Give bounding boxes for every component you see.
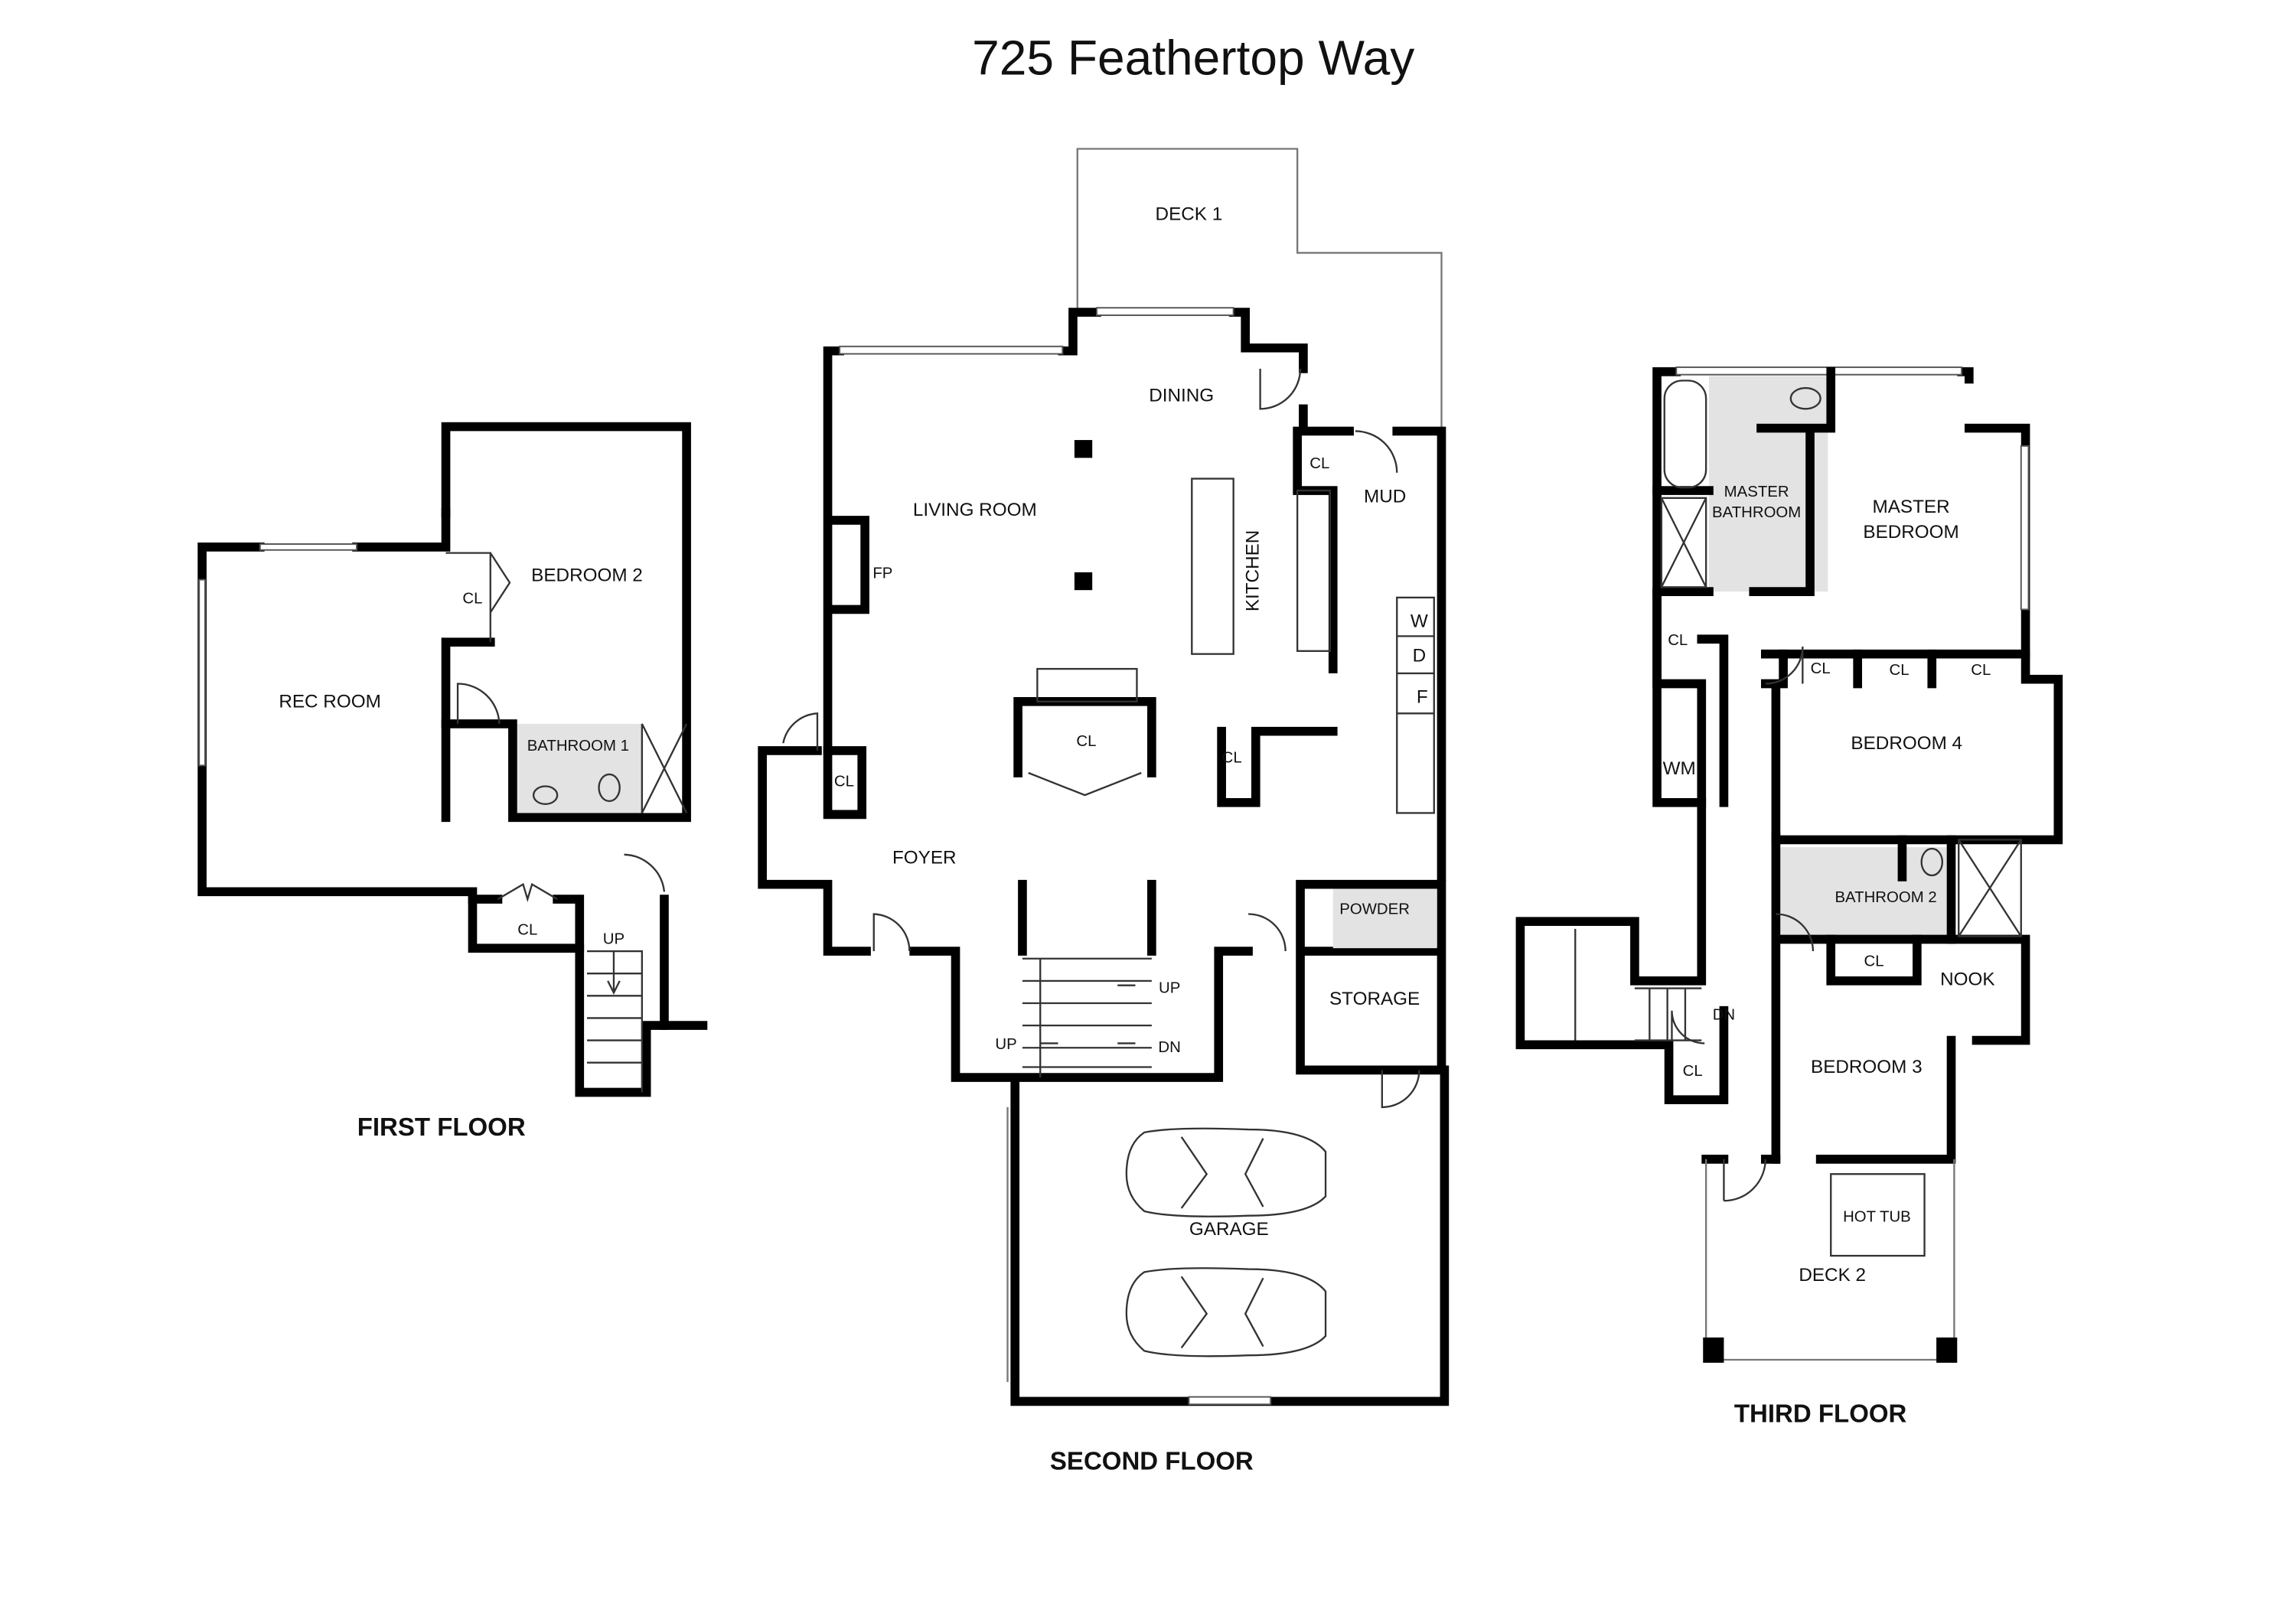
- stairs-down-label: DN: [1713, 1006, 1735, 1023]
- room-master-bedroom: BEDROOM: [1863, 522, 1958, 543]
- kitchen-island: [1191, 477, 1234, 655]
- room-closet: CL: [1222, 749, 1242, 766]
- room-bedroom4: BEDROOM 4: [1851, 733, 1962, 754]
- room-master-bathroom: MASTER: [1724, 484, 1789, 500]
- washer-label: W: [1411, 611, 1428, 632]
- car-icon: [1125, 1127, 1327, 1217]
- dryer-label: D: [1413, 645, 1427, 666]
- room-powder: POWDER: [1339, 901, 1410, 917]
- room-nook: NOOK: [1940, 970, 1994, 990]
- room-closet: CL: [1076, 733, 1096, 750]
- room-dining: DINING: [1149, 386, 1214, 406]
- bathroom1-tile: [515, 723, 642, 813]
- room-bedroom2: BEDROOM 2: [531, 565, 643, 586]
- room-master-bedroom: MASTER: [1873, 497, 1950, 517]
- car-icon: [1125, 1267, 1327, 1357]
- room-closet: CL: [1864, 953, 1884, 970]
- room-closet: CL: [1811, 660, 1831, 677]
- third-floor: MASTER BATHROOM MASTER BEDROOM CL CL CL …: [1515, 366, 2063, 1428]
- plan-title: 725 Feathertop Way: [972, 30, 1414, 85]
- hot-tub: [1830, 1173, 1926, 1257]
- room-closet: CL: [1683, 1063, 1703, 1080]
- room-foyer: FOYER: [892, 847, 957, 868]
- room-bedroom3: BEDROOM 3: [1811, 1057, 1923, 1077]
- room-living-room: LIVING ROOM: [913, 500, 1037, 520]
- room-mud: MUD: [1364, 487, 1406, 507]
- fridge-label: F: [1417, 687, 1428, 708]
- column: [1074, 440, 1093, 458]
- room-closet: CL: [462, 591, 482, 608]
- third-floor-label: THIRD FLOOR: [1734, 1400, 1907, 1428]
- stairs-up-label: UP: [995, 1036, 1016, 1053]
- room-bathroom1: BATHROOM 1: [527, 738, 629, 754]
- room-master-bathroom: BATHROOM: [1712, 504, 1801, 521]
- first-floor-label: FIRST FLOOR: [357, 1113, 526, 1141]
- room-deck2: DECK 2: [1799, 1265, 1866, 1286]
- hot-tub-label: HOT TUB: [1843, 1208, 1911, 1225]
- room-garage: GARAGE: [1189, 1219, 1269, 1240]
- first-floor: REC ROOM BEDROOM 2 BATHROOM 1 CL CL UP F…: [197, 422, 708, 1141]
- room-storage: STORAGE: [1329, 989, 1420, 1009]
- room-deck1: DECK 1: [1156, 204, 1223, 225]
- second-floor: DECK 1 DINING LIVING ROOM FP KITCHEN MUD…: [758, 148, 1450, 1475]
- fireplace-label: FP: [872, 565, 892, 582]
- room-bathroom2: BATHROOM 2: [1835, 889, 1936, 906]
- room-closet: CL: [834, 773, 854, 790]
- room-rec-room: REC ROOM: [279, 692, 380, 712]
- room-closet: CL: [1890, 662, 1910, 679]
- room-closet: CL: [517, 922, 537, 939]
- water-meter-label: WM: [1663, 758, 1696, 779]
- room-closet: CL: [1668, 632, 1688, 649]
- stairs-up-label: UP: [603, 930, 625, 947]
- stairs-down-label: DN: [1158, 1039, 1180, 1056]
- room-kitchen: KITCHEN: [1243, 530, 1264, 612]
- second-floor-label: SECOND FLOOR: [1050, 1447, 1254, 1475]
- room-closet: CL: [1971, 662, 1991, 679]
- room-closet: CL: [1309, 455, 1329, 472]
- column: [1074, 572, 1093, 591]
- stairs-up-label: UP: [1159, 979, 1180, 996]
